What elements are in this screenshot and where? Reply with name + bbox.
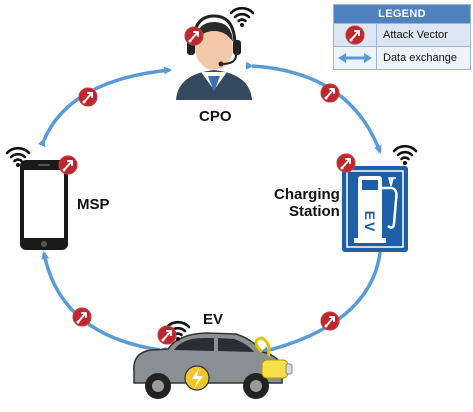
- arrow-cpo-station: [245, 61, 382, 154]
- electric-car-icon: [133, 332, 293, 399]
- attack-vector-icon: [72, 307, 92, 327]
- operator-headset-icon: [176, 14, 252, 100]
- cpo-label: CPO: [199, 108, 232, 125]
- double-arrow-icon: [338, 53, 372, 63]
- attack-vector-icon: [78, 87, 98, 107]
- arrow-station-ev: [260, 246, 385, 355]
- charging-station-label-line2: Station: [289, 203, 340, 220]
- legend-row-data-exchange: Data exchange: [334, 46, 470, 69]
- attack-vector-icon: [157, 325, 177, 345]
- smartphone-icon: [20, 160, 68, 250]
- legend-title: LEGEND: [334, 5, 470, 23]
- attack-vector-icon: [320, 311, 340, 331]
- charging-station-label-line1: Charging: [274, 186, 340, 203]
- station-sign: EV: [362, 211, 378, 234]
- msp-label: MSP: [77, 196, 110, 213]
- ev-label: EV: [203, 311, 224, 328]
- attack-vector-icon: [184, 26, 204, 46]
- legend-data-exchange-label: Data exchange: [383, 52, 457, 64]
- legend: LEGEND Attack Vector Data exchange: [333, 4, 471, 70]
- wifi-icon: [229, 6, 255, 29]
- attack-vector-icon: [58, 155, 78, 175]
- attack-vector-icon: [320, 83, 340, 103]
- arrow-ev-msp: [41, 251, 167, 355]
- legend-attack-vector-label: Attack Vector: [383, 29, 448, 41]
- wifi-icon: [392, 144, 418, 167]
- charging-station-icon: EV: [342, 166, 408, 252]
- charging-station-label: Charging Station: [274, 186, 340, 220]
- attack-vector-icon: [345, 25, 365, 45]
- arrow-msp-cpo: [37, 66, 172, 148]
- attack-vector-icon: [336, 153, 356, 173]
- legend-row-attack-vector: Attack Vector: [334, 23, 470, 46]
